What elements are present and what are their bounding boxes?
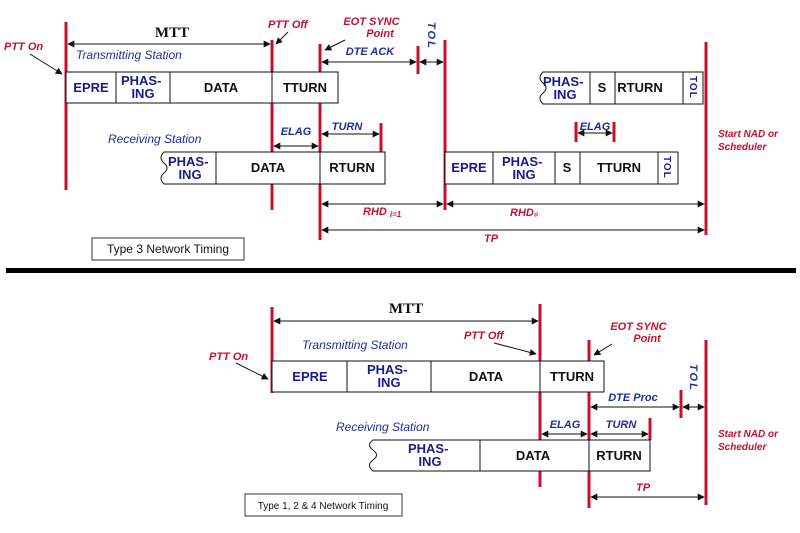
bottom-tx-tturn: TTURN <box>550 369 594 384</box>
top-rl-tol: TOL <box>661 156 672 179</box>
top-eot-sync-pointer <box>324 39 346 51</box>
top-caption: Type 3 Network Timing <box>107 242 229 256</box>
bottom-eot-sync-pointer <box>593 343 613 356</box>
top-rhd-t1-label: RHD i=1 <box>363 206 402 219</box>
bottom-tol-label: TOL <box>687 364 699 392</box>
bottom-caption: Type 1, 2 & 4 Network Timing <box>258 501 389 512</box>
top-rl-tturn: TTURN <box>597 160 641 175</box>
bottom-receiving-station-label: Receiving Station <box>336 420 430 434</box>
bottom-rx-data: DATA <box>516 448 551 463</box>
top-rl-phasing: PHAS- ING <box>502 154 546 182</box>
top-ru-phasing: PHAS- ING <box>543 74 587 102</box>
top-rl-s: S <box>563 160 572 175</box>
top-tp-label: TP <box>484 233 499 245</box>
top-diagram: MTT PTT On PTT Off EOT SYNC Point TOL DT… <box>4 16 781 261</box>
top-tx-epre: EPRE <box>73 80 109 95</box>
top-dte-ack-label: DTE ACK <box>346 46 396 58</box>
top-mtt-label: MTT <box>155 25 189 41</box>
bottom-tp-label: TP <box>636 482 651 494</box>
top-eot-sync-label: EOT SYNC Point <box>343 16 402 40</box>
top-eot-sync-line2: Point <box>366 28 395 40</box>
top-elag-label: ELAG <box>281 126 312 138</box>
bottom-eot-sync-label: EOT SYNC Point <box>610 321 669 345</box>
top-rl-epre: EPRE <box>451 160 487 175</box>
section-divider <box>6 268 796 273</box>
top-rx-phasing: PHAS- ING <box>168 154 212 182</box>
bottom-dte-proc-label: DTE Proc <box>608 392 658 404</box>
top-ru-s: S <box>598 80 607 95</box>
bottom-tx-epre: EPRE <box>292 369 328 384</box>
top-start-nad-label: Start NAD or Scheduler <box>718 129 781 153</box>
top-rx-frame: PHAS- ING DATA RTURN <box>160 151 386 185</box>
bottom-tx-data: DATA <box>469 369 504 384</box>
top-right-lower-frame: EPRE PHAS- ING S TTURN TOL <box>444 151 679 185</box>
bottom-transmitting-station-label: Transmitting Station <box>302 338 408 352</box>
top-ptt-on-pointer <box>29 53 63 75</box>
top-turn-label: TURN <box>332 121 364 133</box>
bottom-mtt-label: MTT <box>389 301 423 317</box>
bottom-tx-phasing: PHAS- ING <box>367 362 411 390</box>
top-right-upper-frame: PHAS- ING S RTURN TOL <box>539 71 704 105</box>
bottom-start-nad-label: Start NAD or Scheduler <box>718 429 781 453</box>
bottom-ptt-off-pointer <box>493 342 537 356</box>
bottom-elag-label: ELAG <box>550 419 581 431</box>
top-elag-right-label: ELAG <box>580 121 611 133</box>
bottom-ptt-on-pointer <box>235 362 269 380</box>
top-tx-data: DATA <box>204 80 239 95</box>
bottom-ptt-off-label: PTT Off <box>464 330 505 342</box>
top-caption-box <box>91 237 245 261</box>
bottom-diagram: MTT PTT On PTT Off EOT SYNC Point TOL Tr… <box>209 301 781 517</box>
top-rx-rturn: RTURN <box>329 160 375 175</box>
top-ru-tol: TOL <box>687 76 698 99</box>
top-tx-phasing: PHAS- ING <box>121 73 165 101</box>
bottom-turn-label: TURN <box>606 419 638 431</box>
top-tol-label: TOL <box>425 22 437 50</box>
top-ptt-off-label: PTT Off <box>268 19 309 31</box>
top-rx-data: DATA <box>251 160 286 175</box>
top-ptt-on-label: PTT On <box>4 41 43 53</box>
bottom-rx-phasing: PHAS- ING <box>408 441 452 469</box>
top-transmitting-station-label: Transmitting Station <box>76 48 182 62</box>
top-eot-sync-line1: EOT SYNC <box>343 16 400 28</box>
top-tx-frame: EPRE PHAS- ING DATA TTURN <box>65 71 339 104</box>
top-tx-tturn: TTURN <box>283 80 327 95</box>
bottom-ptt-on-label: PTT On <box>209 351 248 363</box>
bottom-rx-rturn: RTURN <box>596 448 642 463</box>
top-rhd-0-label: RHD₀ <box>510 207 538 219</box>
top-receiving-station-label: Receiving Station <box>108 132 202 146</box>
bottom-rx-frame: PHAS- ING DATA RTURN <box>369 439 651 472</box>
top-ru-rturn: RTURN <box>617 80 663 95</box>
bottom-tx-frame: EPRE PHAS- ING DATA TTURN <box>271 360 605 393</box>
bottom-caption-box <box>244 493 403 517</box>
top-ptt-off-pointer <box>275 31 289 45</box>
